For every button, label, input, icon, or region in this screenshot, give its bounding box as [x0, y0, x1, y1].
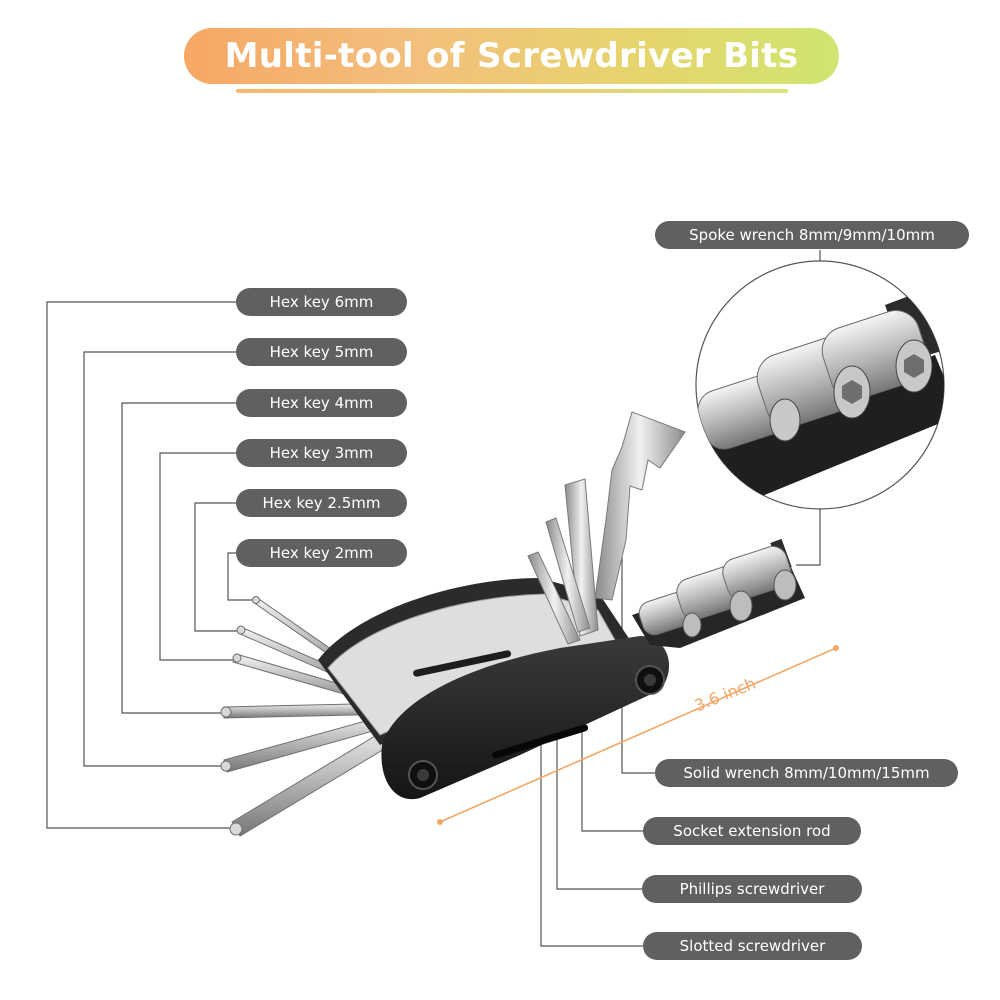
label-solid-wrench: Solid wrench 8mm/10mm/15mm — [655, 759, 958, 787]
front-plate — [381, 636, 670, 800]
title-banner — [184, 28, 839, 84]
label-hex-key-2-5mm: Hex key 2.5mm — [236, 489, 407, 517]
label-hex-key-6mm: Hex key 6mm — [236, 288, 407, 316]
label-spoke-wrench: Spoke wrench 8mm/9mm/10mm — [655, 221, 969, 249]
fold-out-tools — [527, 411, 686, 645]
label-hex-key-5mm: Hex key 5mm — [236, 338, 407, 366]
label-slotted-screwdriver: Slotted screwdriver — [643, 932, 862, 960]
label-socket-extension-rod: Socket extension rod — [643, 817, 861, 845]
label-hex-key-3mm: Hex key 3mm — [236, 439, 407, 467]
title-underline — [236, 89, 788, 93]
spoke-wrench-zoom — [695, 260, 945, 510]
page-title: Multi-tool of Screwdriver Bits — [224, 36, 799, 76]
back-plate — [318, 578, 630, 745]
dimension-line — [437, 645, 839, 825]
label-phillips-screwdriver: Phillips screwdriver — [642, 875, 862, 903]
label-hex-key-2mm: Hex key 2mm — [236, 539, 407, 567]
solid-wrench — [594, 411, 686, 601]
leader-lines-left — [46, 301, 256, 829]
phillips-screwdriver — [545, 517, 591, 633]
spoke-wrench-sockets — [632, 538, 805, 648]
label-hex-key-4mm: Hex key 4mm — [236, 389, 407, 417]
slotted-screwdriver — [527, 551, 581, 645]
